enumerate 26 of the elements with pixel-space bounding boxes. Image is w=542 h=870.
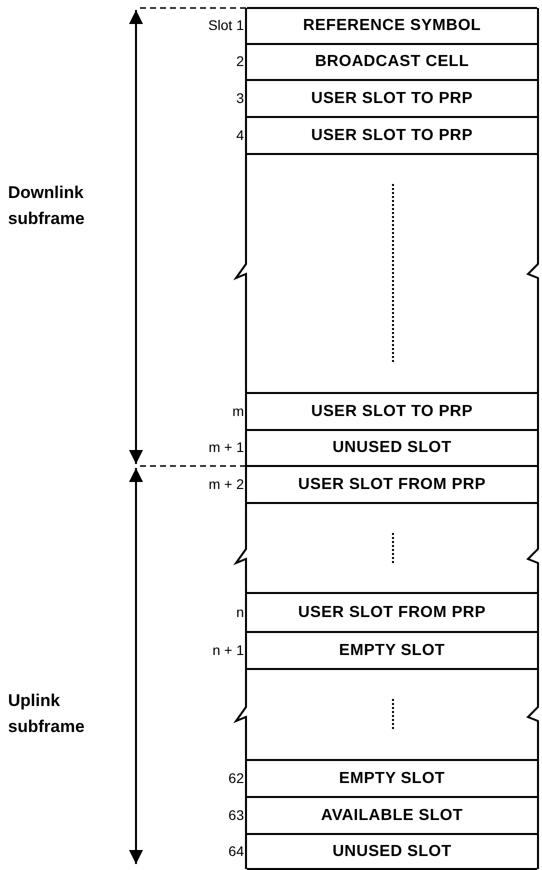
slot-number: 4 bbox=[236, 128, 244, 142]
slot-label: AVAILABLE SLOT bbox=[321, 806, 463, 826]
slot-number: 63 bbox=[228, 808, 244, 822]
slot-number: m + 1 bbox=[208, 440, 244, 454]
slot-number: Slot 1 bbox=[208, 18, 244, 32]
slot-label: USER SLOT FROM PRP bbox=[298, 602, 486, 622]
subframe-label: Downlink subframe bbox=[8, 182, 86, 230]
slot-number: 3 bbox=[236, 90, 244, 104]
slot-label: REFERENCE SYMBOL bbox=[303, 16, 481, 36]
subframe-label: Uplink subframe bbox=[8, 690, 86, 738]
slot-label: UNUSED SLOT bbox=[332, 438, 452, 458]
slot-label: USER SLOT TO PRP bbox=[311, 88, 473, 108]
slot-label: EMPTY SLOT bbox=[339, 640, 445, 660]
slot-label: USER SLOT FROM PRP bbox=[298, 474, 486, 494]
slot-number: 2 bbox=[236, 54, 244, 68]
slot-label: UNUSED SLOT bbox=[332, 842, 452, 862]
slot-label: USER SLOT TO PRP bbox=[311, 126, 473, 146]
slot-number: m + 2 bbox=[208, 476, 244, 490]
slot-number: n + 1 bbox=[212, 642, 244, 656]
slot-number: n bbox=[236, 604, 244, 618]
slot-number: m bbox=[232, 404, 244, 418]
slot-label: EMPTY SLOT bbox=[339, 768, 445, 788]
slot-number: 62 bbox=[228, 770, 244, 784]
slot-label: BROADCAST CELL bbox=[314, 52, 470, 72]
slot-label: USER SLOT TO PRP bbox=[311, 402, 473, 422]
slot-number: 64 bbox=[228, 844, 244, 858]
